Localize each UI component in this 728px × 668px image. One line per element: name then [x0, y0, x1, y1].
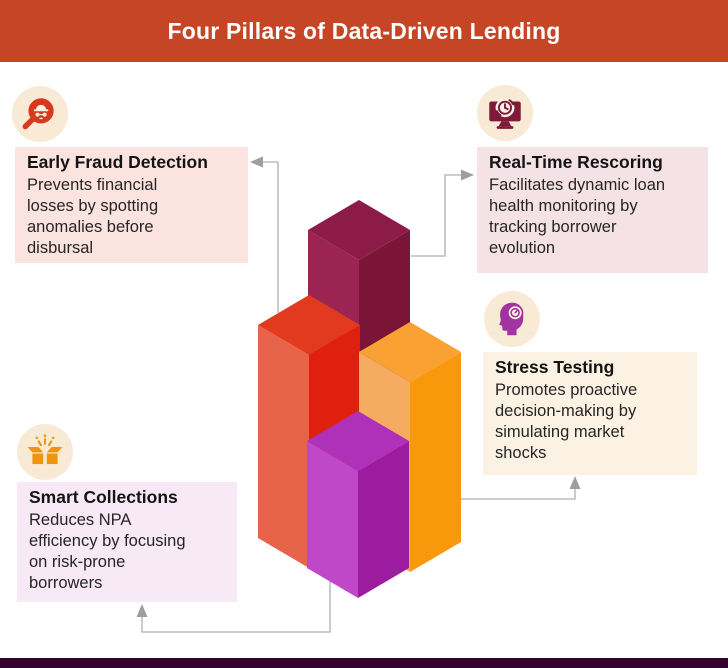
connector-early-fraud-detection [263, 161, 279, 313]
arrowhead-right-icon [461, 169, 474, 181]
early-fraud-detection-box: Early Fraud Detection Prevents financial… [15, 147, 248, 263]
magenta-pillar [307, 411, 409, 598]
smart-collections-badge [17, 424, 73, 480]
smart-collections-box: Smart Collections Reduces NPA efficiency… [17, 482, 237, 602]
stress-testing-badge [484, 291, 540, 347]
real-time-rescoring-box: Real-Time Rescoring Facilitates dynamic … [477, 147, 708, 273]
stress-testing-description: Promotes proactive decision-making by si… [495, 380, 638, 462]
early-fraud-detection-description: Prevents financial losses by spotting an… [27, 175, 159, 257]
connector-stress-testing [461, 488, 576, 500]
arrowhead-up-collections-icon [136, 604, 148, 617]
page-title: Four Pillars of Data-Driven Lending [167, 17, 561, 44]
stress-testing-box: Stress Testing Promotes proactive decisi… [483, 352, 697, 475]
header-banner: Four Pillars of Data-Driven Lending [0, 0, 728, 62]
arrowhead-left-icon [250, 156, 263, 168]
smart-collections-description: Reduces NPA efficiency by focusing on ri… [29, 510, 186, 592]
monitor-clock-icon [489, 98, 521, 129]
open-box-sparkles-icon [27, 434, 63, 465]
connector-real-time-rescoring [411, 174, 461, 257]
early-fraud-detection-title: Early Fraud Detection [27, 152, 208, 172]
connector-smart-collections [141, 581, 331, 633]
arrowhead-up-stress-icon [569, 476, 581, 489]
early-fraud-detection-badge [12, 86, 68, 142]
real-time-rescoring-description: Facilitates dynamic loan health monitori… [489, 175, 666, 257]
real-time-rescoring-title: Real-Time Rescoring [489, 152, 663, 172]
head-gauge-icon [499, 302, 524, 336]
detective-magnifier-icon [22, 98, 54, 130]
real-time-rescoring-badge [477, 85, 533, 141]
stress-testing-title: Stress Testing [495, 357, 615, 377]
footer-bar [0, 658, 728, 668]
smart-collections-title: Smart Collections [29, 487, 178, 507]
